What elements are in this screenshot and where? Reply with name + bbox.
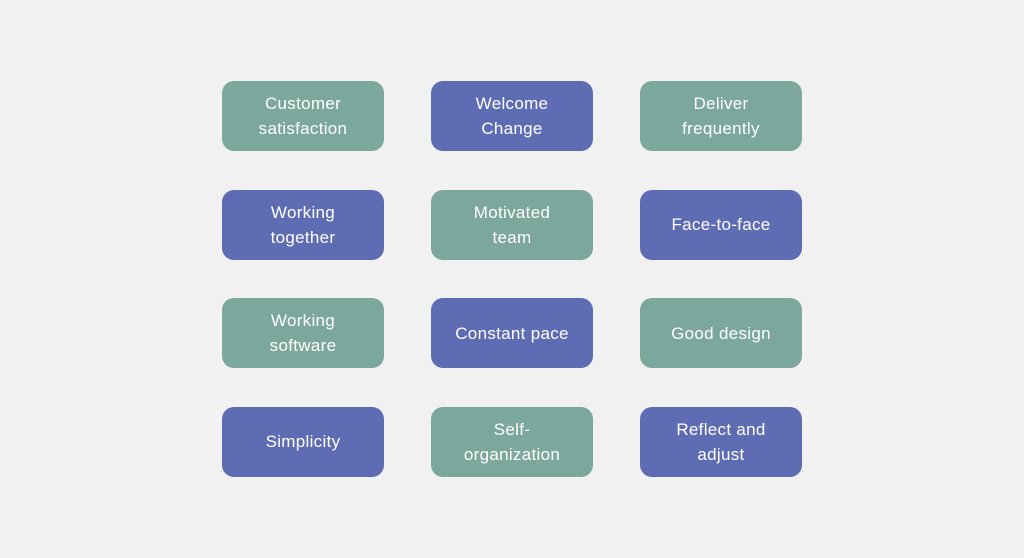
card-motivated-team: Motivated team [431,189,593,260]
card-label: Face-to-face [671,215,771,234]
card-simplicity: Simplicity [222,406,384,477]
card-label: Working together [270,202,336,247]
card-label: Deliver frequently [682,94,760,138]
card-label: Constant pace [455,323,569,343]
card-constant-pace: Constant pace [431,298,593,368]
card-reflect-and-adjust: Reflect and adjust [640,406,802,477]
card-self-organization: Self- organization [431,406,593,477]
card-face-to-face: Face-to-face [640,189,802,260]
card-label: Self- organization [463,419,561,464]
agile-principles-grid: Customer satisfaction Welcome Change Del… [222,81,802,477]
card-label: Working software [269,311,337,355]
card-label: Welcome Change [475,94,549,138]
card-welcome-change: Welcome Change [431,81,593,151]
card-working-together: Working together [222,189,384,260]
card-customer-satisfaction: Customer satisfaction [222,81,384,151]
card-label: Reflect and adjust [676,419,766,464]
card-label: Motivated team [473,202,551,247]
card-good-design: Good design [640,298,802,368]
card-deliver-frequently: Deliver frequently [640,81,802,151]
card-label: Good design [671,323,771,343]
card-label: Simplicity [265,432,341,451]
card-working-software: Working software [222,298,384,368]
card-label: Customer satisfaction [258,94,348,138]
